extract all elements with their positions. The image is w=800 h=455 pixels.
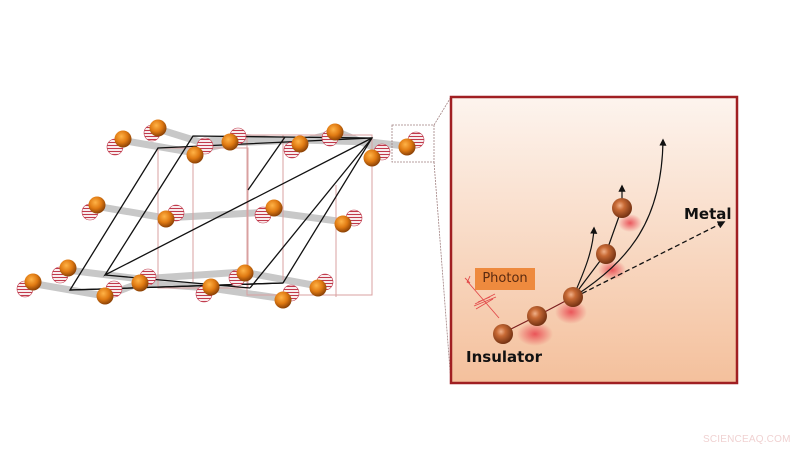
bonds [26,124,409,303]
metal-label: Metal [684,205,732,223]
atoms [24,119,416,309]
zoom-callout [391,96,452,384]
photon-icon [464,275,500,319]
watermark: SCIENCEAQ.COM [703,434,791,445]
inset-panel [449,95,739,385]
photon-label: Photon [475,268,535,290]
insulator-label: Insulator [466,348,543,366]
